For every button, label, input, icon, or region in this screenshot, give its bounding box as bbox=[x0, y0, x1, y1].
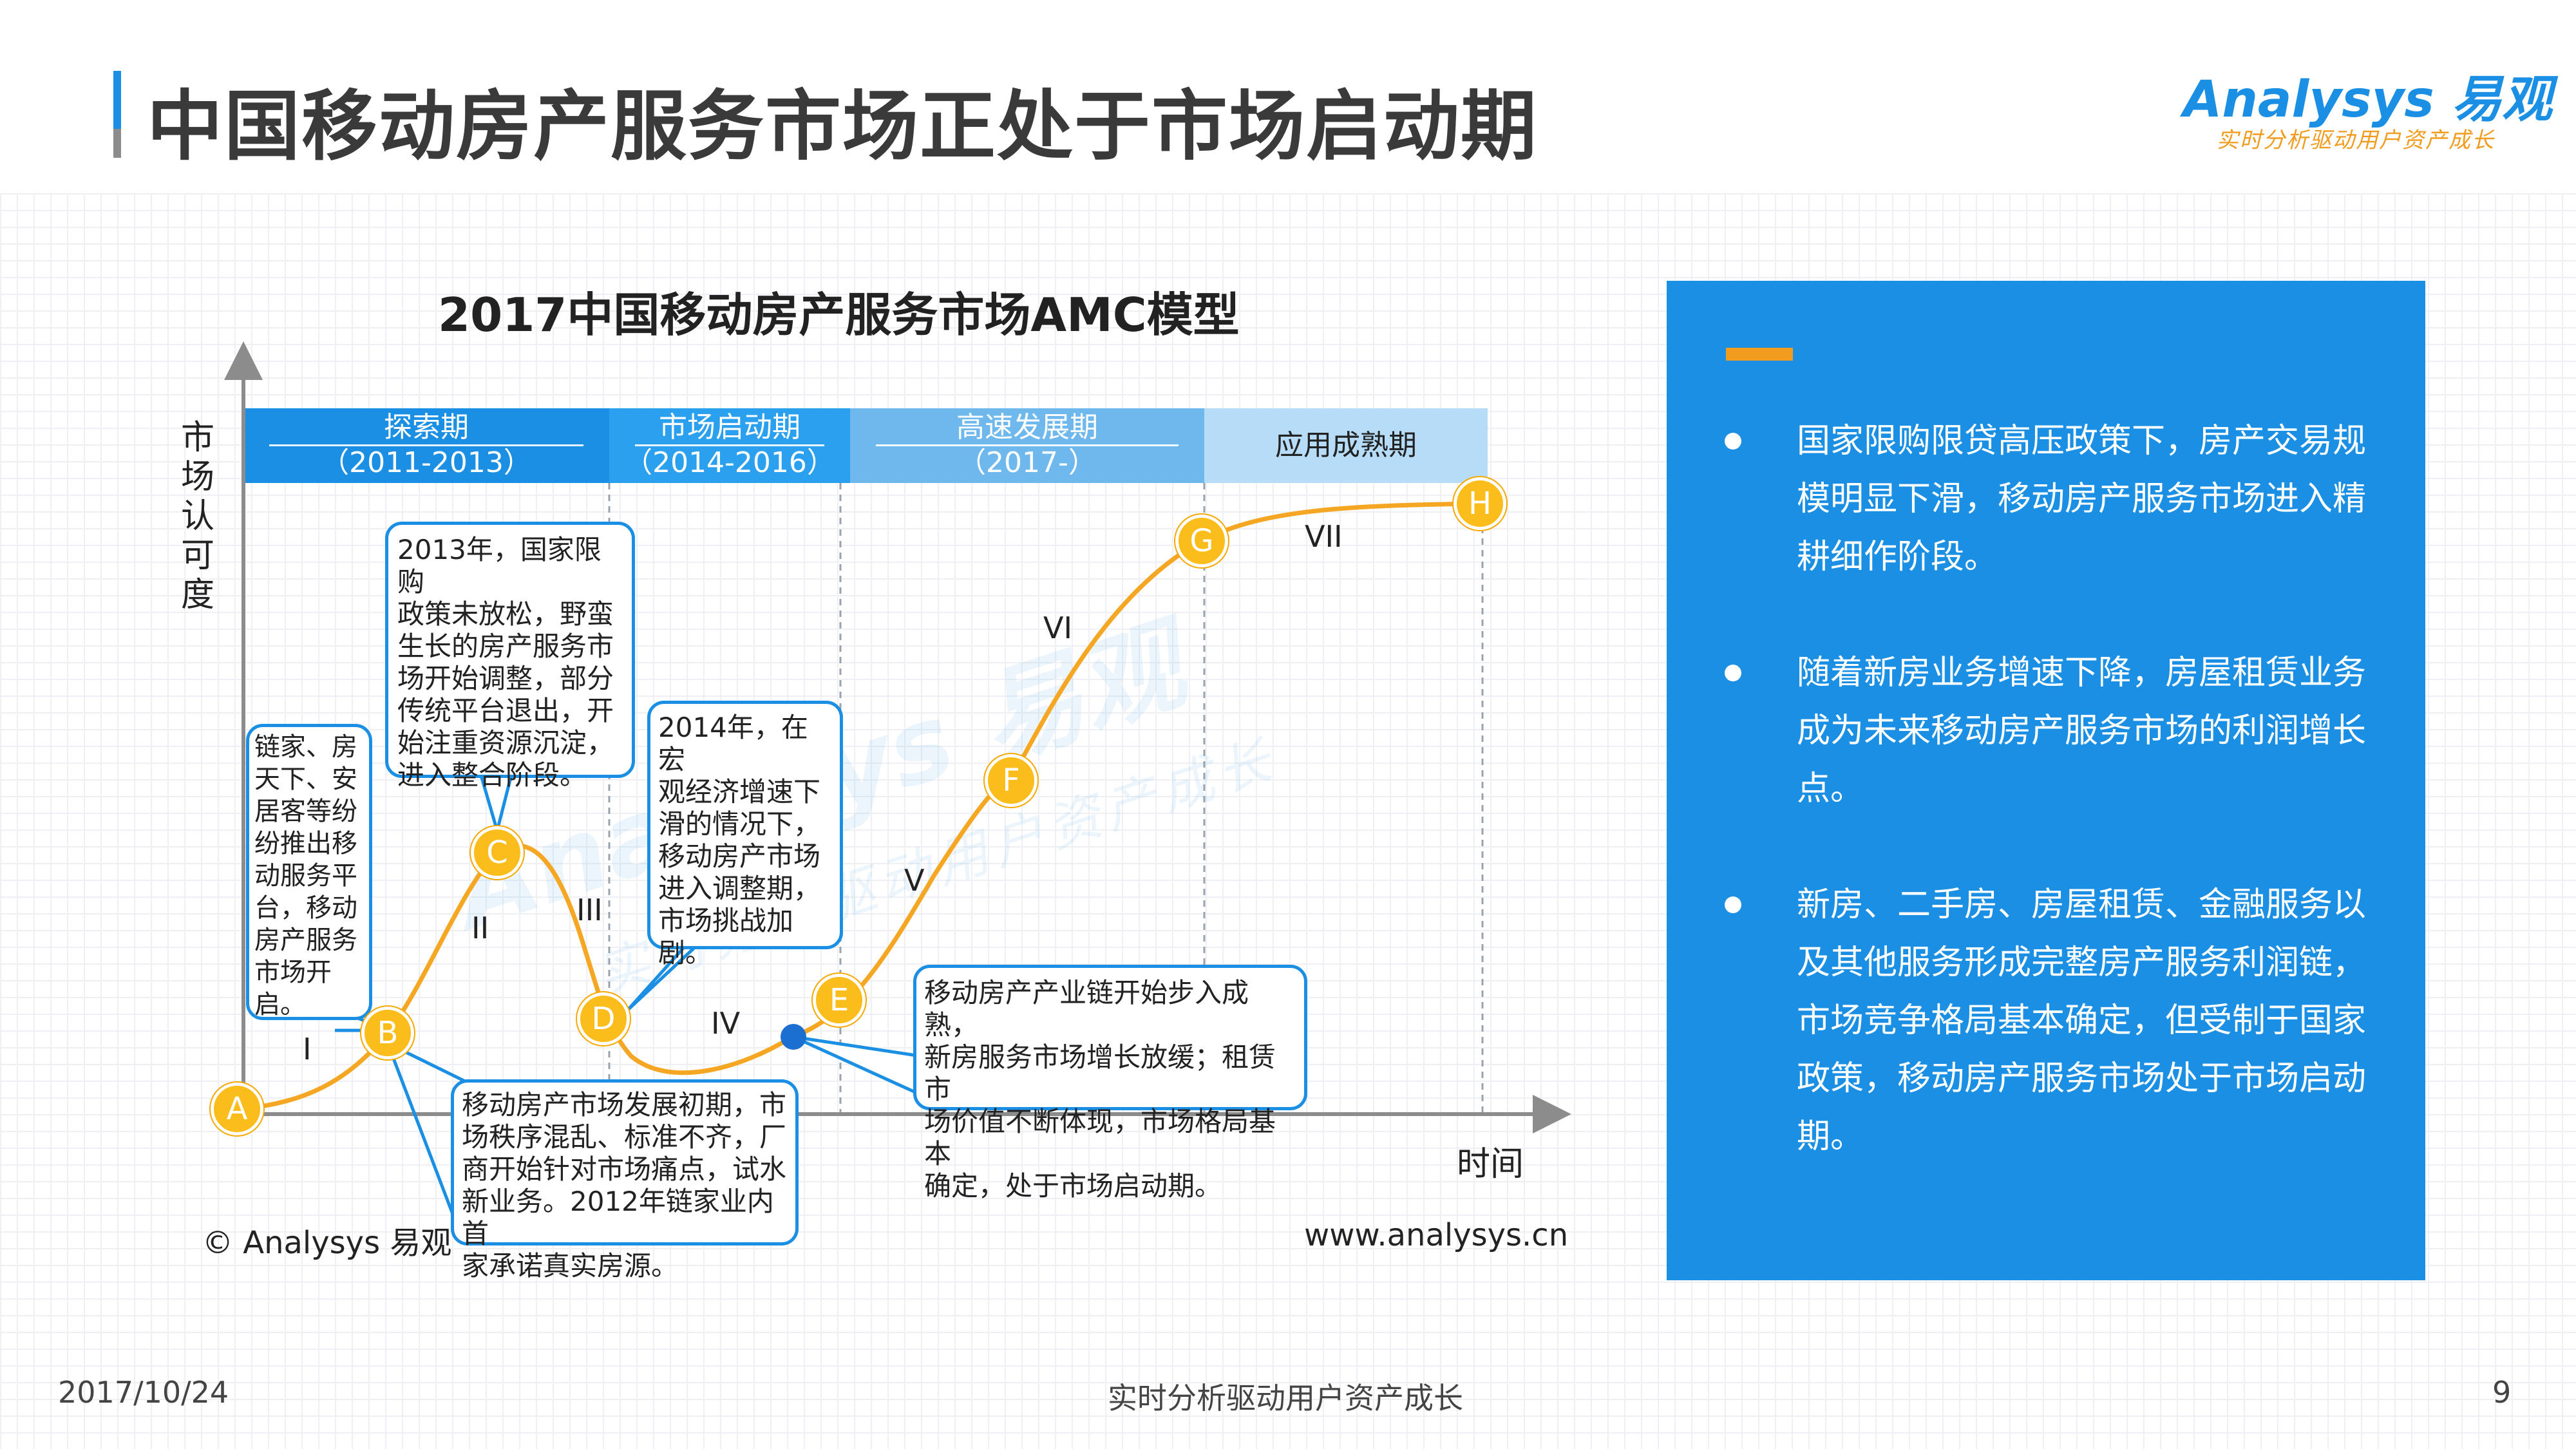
stage-label: III bbox=[576, 893, 603, 927]
phase-label-mature: 应用成熟期 bbox=[1204, 408, 1488, 483]
footer-date: 2017/10/24 bbox=[58, 1375, 229, 1410]
page-title: 中国移动房产服务市场正处于市场启动期 bbox=[147, 82, 1539, 171]
copyright: © Analysys 易观 bbox=[202, 1225, 452, 1261]
panel-accent-bar bbox=[1726, 348, 1793, 361]
bullet-icon bbox=[1725, 665, 1741, 681]
summary-item: 新房、二手房、房屋租赁、金融服务以及其他服务形成完整房产服务利润链，市场竞争格局… bbox=[1725, 876, 2394, 1166]
curve-point-a: A bbox=[211, 1083, 263, 1135]
phase-label-startup: 市场启动期 （2014-2016） bbox=[609, 408, 850, 483]
phase-label-exploration: 探索期 （2011-2013） bbox=[243, 408, 609, 483]
bullet-icon bbox=[1725, 433, 1741, 450]
phase-name: 探索期 bbox=[269, 411, 583, 446]
page-number: 9 bbox=[2492, 1375, 2512, 1410]
stage-label: I bbox=[303, 1032, 312, 1066]
summary-item: 随着新房业务增速下降，房屋租赁业务成为未来移动房产服务市场的利润增长点。 bbox=[1725, 644, 2394, 818]
stage-label: V bbox=[904, 863, 925, 898]
callout-a: 移动房产市场发展初期，市 场秩序混乱、标准不齐，厂 商开始针对市场痛点，试水 新… bbox=[451, 1079, 799, 1282]
stage-label: VII bbox=[1305, 519, 1343, 554]
callout-c: 2013年，国家限购 政策未放松，野蛮 生长的房产服务市 场开始调整，部分 传统… bbox=[385, 522, 635, 791]
callout-b: 链家、房 天下、安 居客等纷 纷推出移 动服务平 台，移动 房产服务 市场开 启… bbox=[246, 724, 372, 1020]
stage-label: IV bbox=[711, 1006, 741, 1041]
phase-years: （2014-2016） bbox=[624, 446, 835, 479]
logo-slogan: 实时分析驱动用户资产成长 bbox=[2217, 128, 2495, 153]
curve-point-g: G bbox=[1175, 515, 1228, 567]
curve-point-h: H bbox=[1454, 477, 1506, 530]
phase-name: 高速发展期 bbox=[876, 411, 1179, 446]
bullet-icon bbox=[1725, 896, 1741, 913]
phase-name: 应用成熟期 bbox=[1275, 429, 1417, 462]
stage-label: II bbox=[471, 911, 489, 945]
callout-e: 移动房产产业链开始步入成熟， 新房服务市场增长放缓；租赁市 场价值不断体现，市场… bbox=[913, 965, 1307, 1202]
current-position-marker bbox=[781, 1024, 806, 1050]
callout-d: 2014年，在宏 观经济增速下 滑的情况下， 移动房产市场 进入调整期， 市场挑… bbox=[647, 701, 843, 969]
stage-label: VI bbox=[1043, 611, 1073, 645]
title-accent-bar-grey bbox=[113, 129, 121, 158]
phase-name: 市场启动期 bbox=[635, 411, 824, 446]
summary-text: 新房、二手房、房屋租赁、金融服务以及其他服务形成完整房产服务利润链，市场竞争格局… bbox=[1797, 886, 2367, 1156]
curve-point-c: C bbox=[471, 826, 524, 879]
summary-list: 国家限购限贷高压政策下，房产交易规模明显下滑，移动房产服务市场进入精耕细作阶段。… bbox=[1725, 412, 2394, 1224]
footer-slogan: 实时分析驱动用户资产成长 bbox=[1108, 1381, 1463, 1416]
summary-item: 国家限购限贷高压政策下，房产交易规模明显下滑，移动房产服务市场进入精耕细作阶段。 bbox=[1725, 412, 2394, 586]
y-axis-label: 市场认可度 bbox=[180, 419, 214, 614]
logo-main-text: Analysys 易观 bbox=[2183, 71, 2552, 129]
curve-point-e: E bbox=[813, 974, 866, 1027]
summary-panel: 国家限购限贷高压政策下，房产交易规模明显下滑，移动房产服务市场进入精耕细作阶段。… bbox=[1667, 281, 2425, 1280]
pointer-e bbox=[792, 1035, 922, 1097]
summary-text: 随着新房业务增速下降，房屋租赁业务成为未来移动房产服务市场的利润增长点。 bbox=[1797, 654, 2367, 808]
amc-curve bbox=[236, 501, 1481, 1112]
phase-years: （2017-） bbox=[958, 446, 1097, 479]
curve-point-d: D bbox=[577, 992, 630, 1045]
curve-point-f: F bbox=[985, 754, 1037, 807]
curve-point-b: B bbox=[361, 1007, 414, 1059]
phase-years: （2011-2013） bbox=[321, 446, 532, 479]
diagram-title: 2017中国移动房产服务市场AMC模型 bbox=[438, 288, 1240, 342]
x-axis-label: 时间 bbox=[1457, 1145, 1524, 1184]
website-link[interactable]: www.analysys.cn bbox=[1304, 1217, 1569, 1253]
summary-text: 国家限购限贷高压政策下，房产交易规模明显下滑，移动房产服务市场进入精耕细作阶段。 bbox=[1797, 422, 2367, 576]
phase-label-growth: 高速发展期 （2017-） bbox=[850, 408, 1204, 483]
analysys-logo: Analysys 易观 实时分析驱动用户资产成长 bbox=[2183, 59, 2552, 156]
phase-box-mature bbox=[1204, 408, 1488, 483]
